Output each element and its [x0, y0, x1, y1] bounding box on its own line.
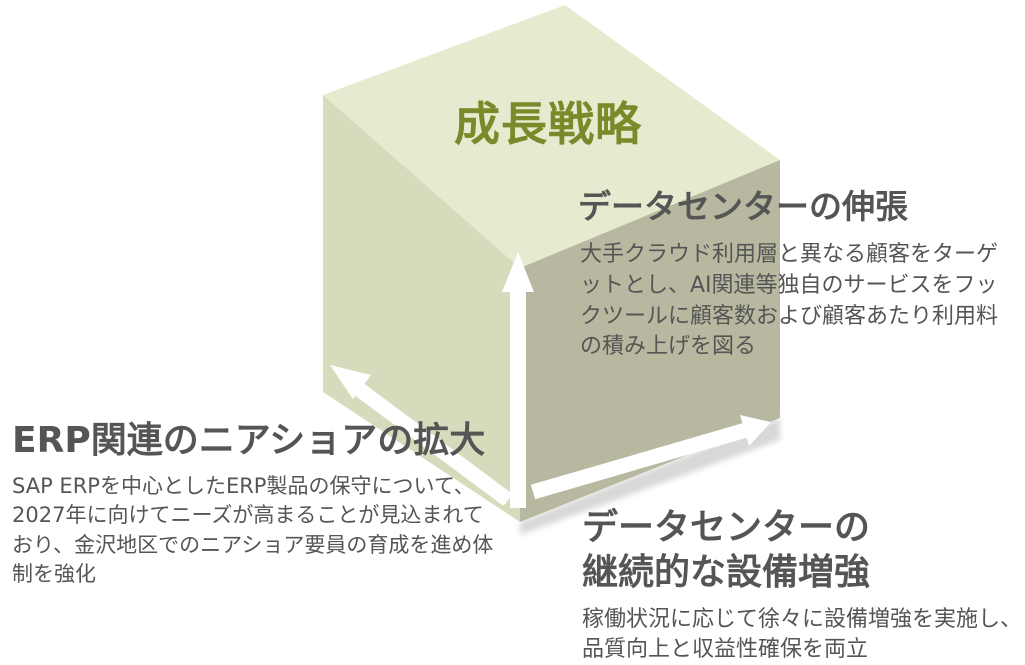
- left-diagonal-arrow: [330, 365, 513, 507]
- data-center-investment-heading-line1: データセンターの: [582, 507, 871, 548]
- data-center-investment-heading-line2: 継続的な設備増強: [582, 552, 871, 593]
- cube-top-face: [323, 5, 780, 268]
- cube-shadow: [520, 418, 780, 535]
- data-center-investment-heading: データセンターの 継続的な設備増強: [582, 505, 870, 595]
- up-arrow: [502, 252, 534, 508]
- erp-nearshore-description: SAP ERPを中心としたERP製品の保守について、2027年に向けてニーズが高…: [12, 474, 494, 587]
- data-center-growth-heading: データセンターの伸張: [578, 187, 908, 226]
- erp-nearshore-heading: ERP関連のニアショアの拡大: [12, 420, 486, 461]
- data-center-growth-description: 大手クラウド利用層と異なる顧客をターゲットとし、AI関連等独自のサービスをフック…: [580, 242, 999, 360]
- cube-title: 成長戦略: [454, 97, 642, 151]
- cube-left-face: [323, 95, 520, 522]
- data-center-investment-description: 稼働状況に応じて徐々に設備増強を実施し、品質向上と収益性確保を両立: [582, 607, 1023, 662]
- right-diagonal-arrow: [530, 415, 771, 500]
